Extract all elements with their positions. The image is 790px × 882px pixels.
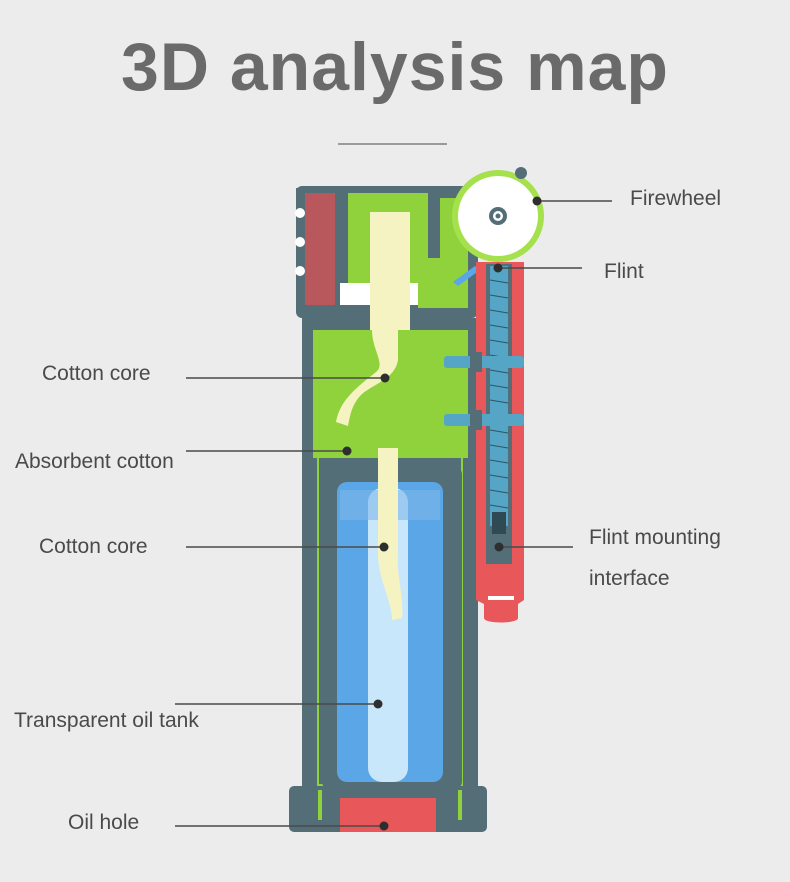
oil-tank [322,468,462,788]
label-oil-tank: Transparent oil tank [14,709,199,732]
page-title: 3D analysis map [121,29,669,105]
cotton-wick [336,212,410,620]
label-cotton-core-top: Cotton core [42,362,151,385]
label-cotton-core-bottom: Cotton core [39,535,148,558]
firewheel [452,167,544,262]
marker-cotton-core-bottom [379,542,389,552]
flint-assembly [444,262,524,623]
marker-oil-hole [379,821,389,831]
label-flint-mounting-line1: Flint mounting [589,526,721,549]
label-flint: Flint [604,260,644,283]
marker-oil-tank [373,699,383,709]
label-flint-mounting-line2: interface [589,567,670,590]
label-firewheel: Firewheel [630,187,722,210]
title-divider [338,143,447,145]
label-absorbent-cotton: Absorbent cotton [15,450,174,473]
label-oil-hole: Oil hole [68,811,140,834]
marker-cotton-core-top [380,373,390,383]
marker-flint-mount [494,542,504,552]
marker-firewheel [532,196,542,206]
marker-absorbent-cotton [342,446,352,456]
marker-flint [493,263,503,273]
label-flint-mounting-interface: Flint mounting interface [589,517,721,599]
